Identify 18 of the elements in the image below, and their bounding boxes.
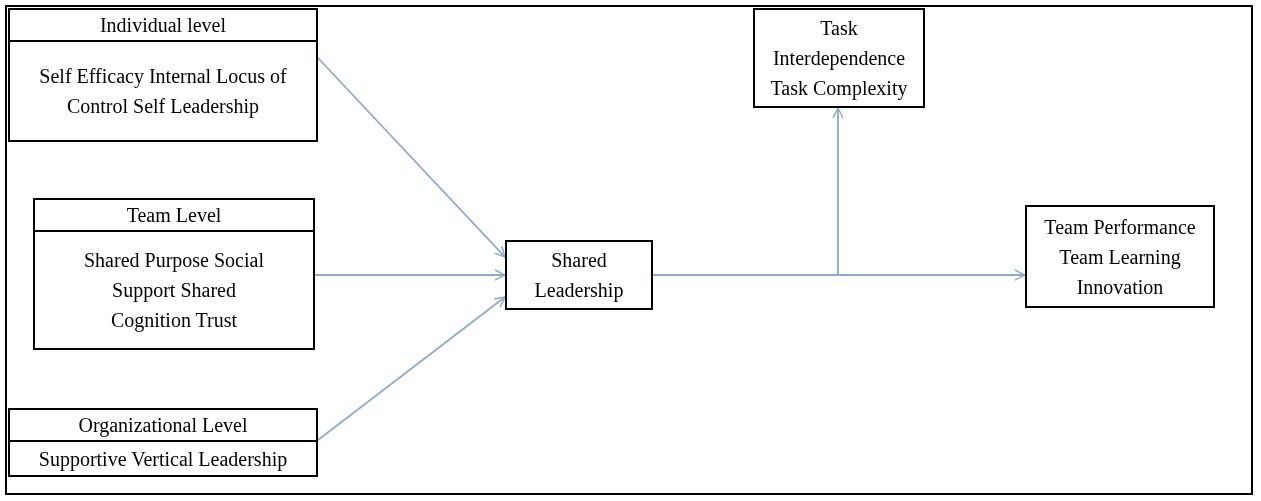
concept-box (753, 8, 925, 108)
factor-box (8, 408, 318, 477)
concept-box (505, 240, 653, 310)
box-heading: Individual level (99, 14, 227, 36)
arrow (314, 269, 506, 281)
box-text: Supportive Vertical Leadership (38, 446, 288, 473)
factor-box (8, 8, 318, 142)
box-heading: Organizational Level (78, 414, 248, 436)
arrow (317, 57, 506, 258)
box-text: Task Interdependence Task Complexity (769, 16, 909, 102)
box-text: Shared Leadership (533, 248, 625, 304)
box-text: Self Efficacy Internal Locus of Control Self Leadership (38, 64, 288, 120)
box-text: Shared Purpose Social Support Shared Cognition Trust (83, 248, 265, 334)
arrow (317, 296, 506, 441)
concept-box (1025, 205, 1215, 308)
box-text: Team Performance Team Learning Innovation (1043, 214, 1197, 300)
box-heading: Team Level (126, 204, 222, 226)
factor-box (33, 198, 315, 350)
